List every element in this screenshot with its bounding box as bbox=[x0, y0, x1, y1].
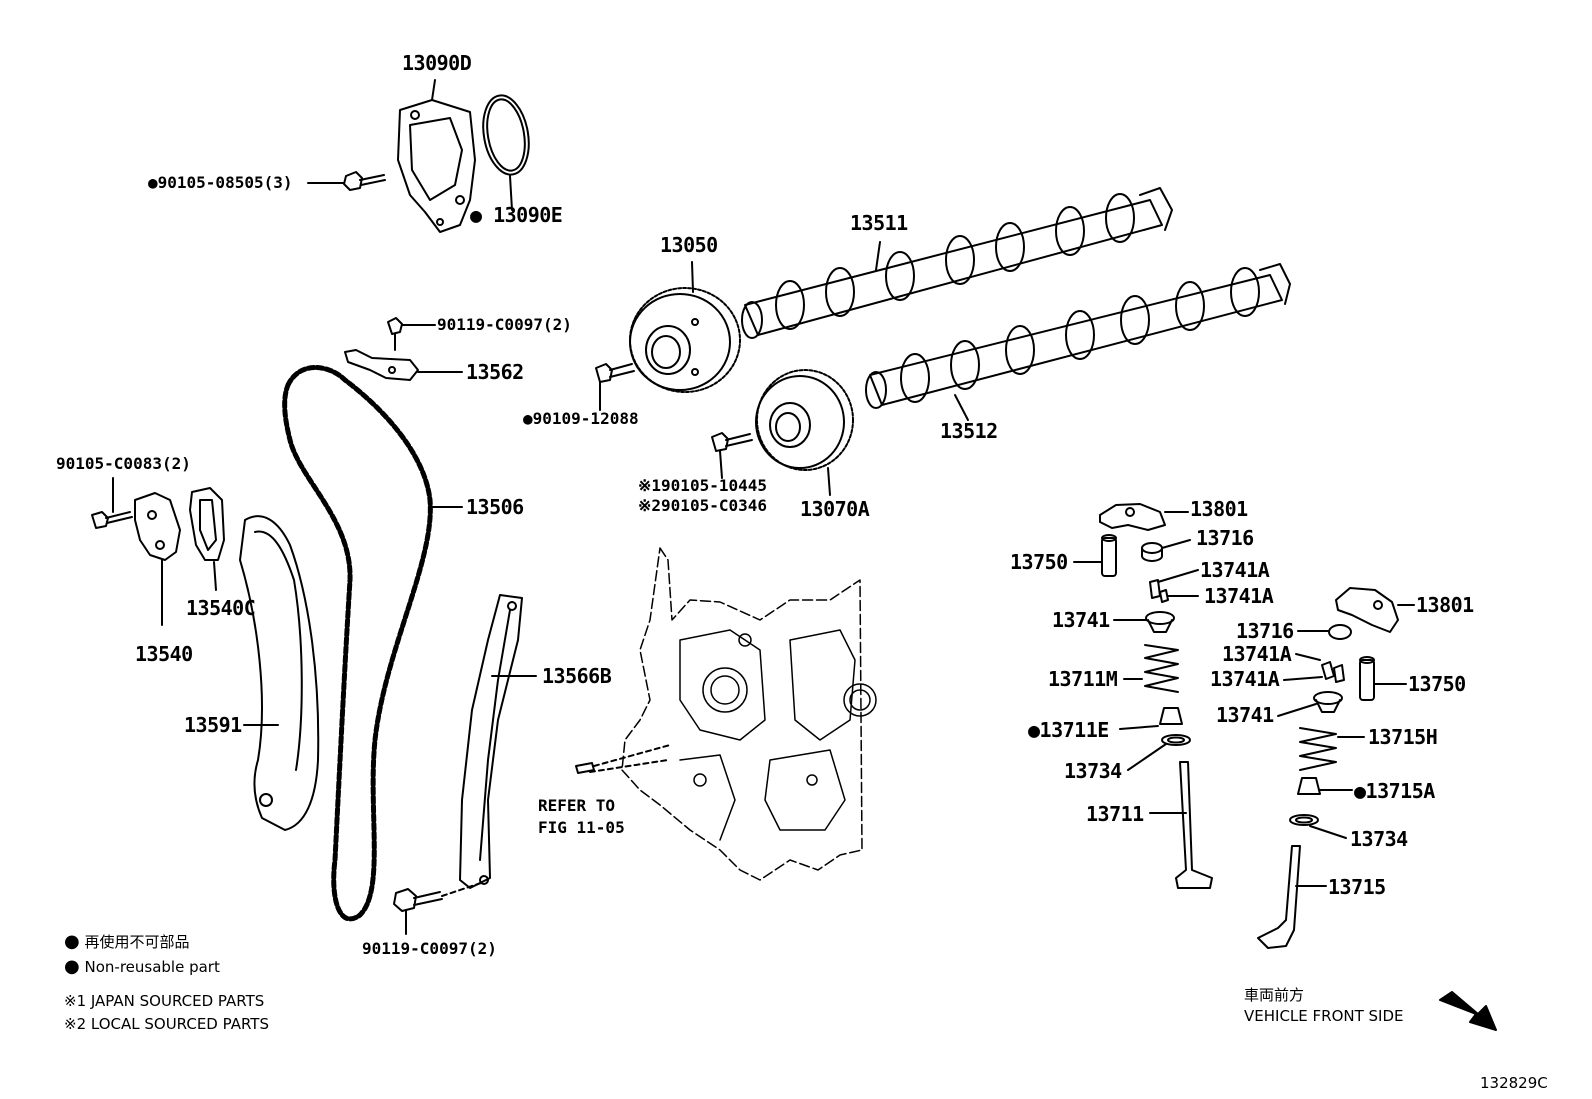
chain-slipper-drawing bbox=[239, 515, 320, 831]
camshaft-13511-drawing bbox=[741, 187, 1173, 339]
part-label-13711M: 13711M bbox=[1048, 667, 1118, 691]
bolt-90105-C0083-drawing bbox=[91, 511, 109, 529]
part-label-13715A: ●13715A bbox=[1354, 779, 1435, 803]
part-label-13090D: 13090D bbox=[402, 51, 472, 75]
part-label-90119-C0097-top: 90119-C0097(2) bbox=[437, 315, 572, 334]
refer-line-1: REFER TO bbox=[538, 796, 616, 815]
part-label-13716-left: 13716 bbox=[1196, 526, 1254, 550]
part-label-13711: 13711 bbox=[1086, 802, 1144, 826]
part-label-13715: 13715 bbox=[1328, 875, 1386, 899]
chain-guide-drawing bbox=[459, 594, 537, 889]
part-label-190105-10445: ※190105-10445 bbox=[638, 476, 767, 495]
direction-jp: 車両前方 bbox=[1244, 986, 1305, 1004]
part-label-290105-C0346: ※290105-C0346 bbox=[638, 496, 767, 515]
legend-note-1: ※1 JAPAN SOURCED PARTS bbox=[64, 992, 265, 1010]
camshaft-13512-drawing bbox=[865, 263, 1291, 421]
legend-note-2: ※2 LOCAL SOURCED PARTS bbox=[64, 1015, 269, 1033]
part-label-13734-left: 13734 bbox=[1064, 759, 1122, 783]
part-label-13741A-1: 13741A bbox=[1200, 558, 1270, 582]
direction-en: VEHICLE FRONT SIDE bbox=[1244, 1007, 1404, 1025]
filled-dot-icon: ● bbox=[64, 931, 80, 952]
refer-line-2: FIG 11-05 bbox=[538, 818, 625, 837]
part-label-13716-right: 13716 bbox=[1236, 619, 1294, 643]
part-label-13750-right: 13750 bbox=[1408, 672, 1466, 696]
part-label-13562: 13562 bbox=[466, 360, 524, 384]
part-label-13801-left: 13801 bbox=[1190, 497, 1248, 521]
front-arrow-icon bbox=[1439, 991, 1497, 1031]
engine-block-drawing bbox=[621, 547, 877, 881]
part-label-13511: 13511 bbox=[850, 211, 908, 235]
part-label-13750-left: 13750 bbox=[1010, 550, 1068, 574]
bracket-13562-drawing bbox=[344, 349, 419, 381]
part-label-13070A: 13070A bbox=[800, 497, 870, 521]
part-label-13741A-2: 13741A bbox=[1204, 584, 1274, 608]
filled-dot-icon: ● bbox=[64, 956, 80, 977]
legend-nonreusable-jp: ● 再使用不可部品 bbox=[64, 931, 190, 952]
part-label-13512: 13512 bbox=[940, 419, 998, 443]
cam-sprocket-13050-drawing bbox=[629, 261, 741, 393]
bolt-drawing bbox=[307, 171, 386, 191]
part-label-13734-right: 13734 bbox=[1350, 827, 1408, 851]
legend-nonreusable-en: ● Non-reusable part bbox=[64, 956, 220, 977]
cam-sprocket-13070A-drawing bbox=[755, 369, 854, 496]
part-label-90109-12088: ●90109-12088 bbox=[523, 409, 639, 428]
gasket-13540C-drawing bbox=[189, 487, 225, 561]
o-ring-drawing bbox=[482, 94, 530, 176]
part-label-90105-08505: ●90105-08505(3) bbox=[148, 173, 293, 192]
legend-nonreusable-jp-text: 再使用不可部品 bbox=[84, 933, 190, 951]
part-label-90119-C0097-bottom: 90119-C0097(2) bbox=[362, 939, 497, 958]
part-label-13741-left: 13741 bbox=[1052, 608, 1110, 632]
chain-cover-drawing bbox=[397, 79, 476, 233]
valvetrain-left-drawing bbox=[1073, 503, 1213, 889]
part-label-13566B: 13566B bbox=[542, 664, 612, 688]
part-label-13540: 13540 bbox=[135, 642, 193, 666]
part-label-13741A-4: 13741A bbox=[1210, 667, 1280, 691]
legend-nonreusable-en-text: Non-reusable part bbox=[84, 958, 220, 976]
part-label-13801-right: 13801 bbox=[1416, 593, 1474, 617]
part-label-13591: 13591 bbox=[184, 713, 242, 737]
part-label-13506: 13506 bbox=[466, 495, 524, 519]
tensioner-drawing bbox=[134, 492, 181, 626]
part-label-90105-C0083: 90105-C0083(2) bbox=[56, 454, 191, 473]
part-label-13711E: ●13711E bbox=[1028, 718, 1109, 742]
part-label-13741-right: 13741 bbox=[1216, 703, 1274, 727]
figure-code: 132829C bbox=[1480, 1074, 1548, 1092]
part-label-13090E: ● 13090E bbox=[470, 203, 563, 227]
valvetrain-right-drawing bbox=[1257, 587, 1415, 949]
part-label-13050: 13050 bbox=[660, 233, 718, 257]
part-label-13715H: 13715H bbox=[1368, 725, 1438, 749]
part-label-13741A-3: 13741A bbox=[1222, 642, 1292, 666]
timing-chain-drawing bbox=[282, 365, 433, 922]
part-label-13540C: 13540C bbox=[186, 596, 256, 620]
